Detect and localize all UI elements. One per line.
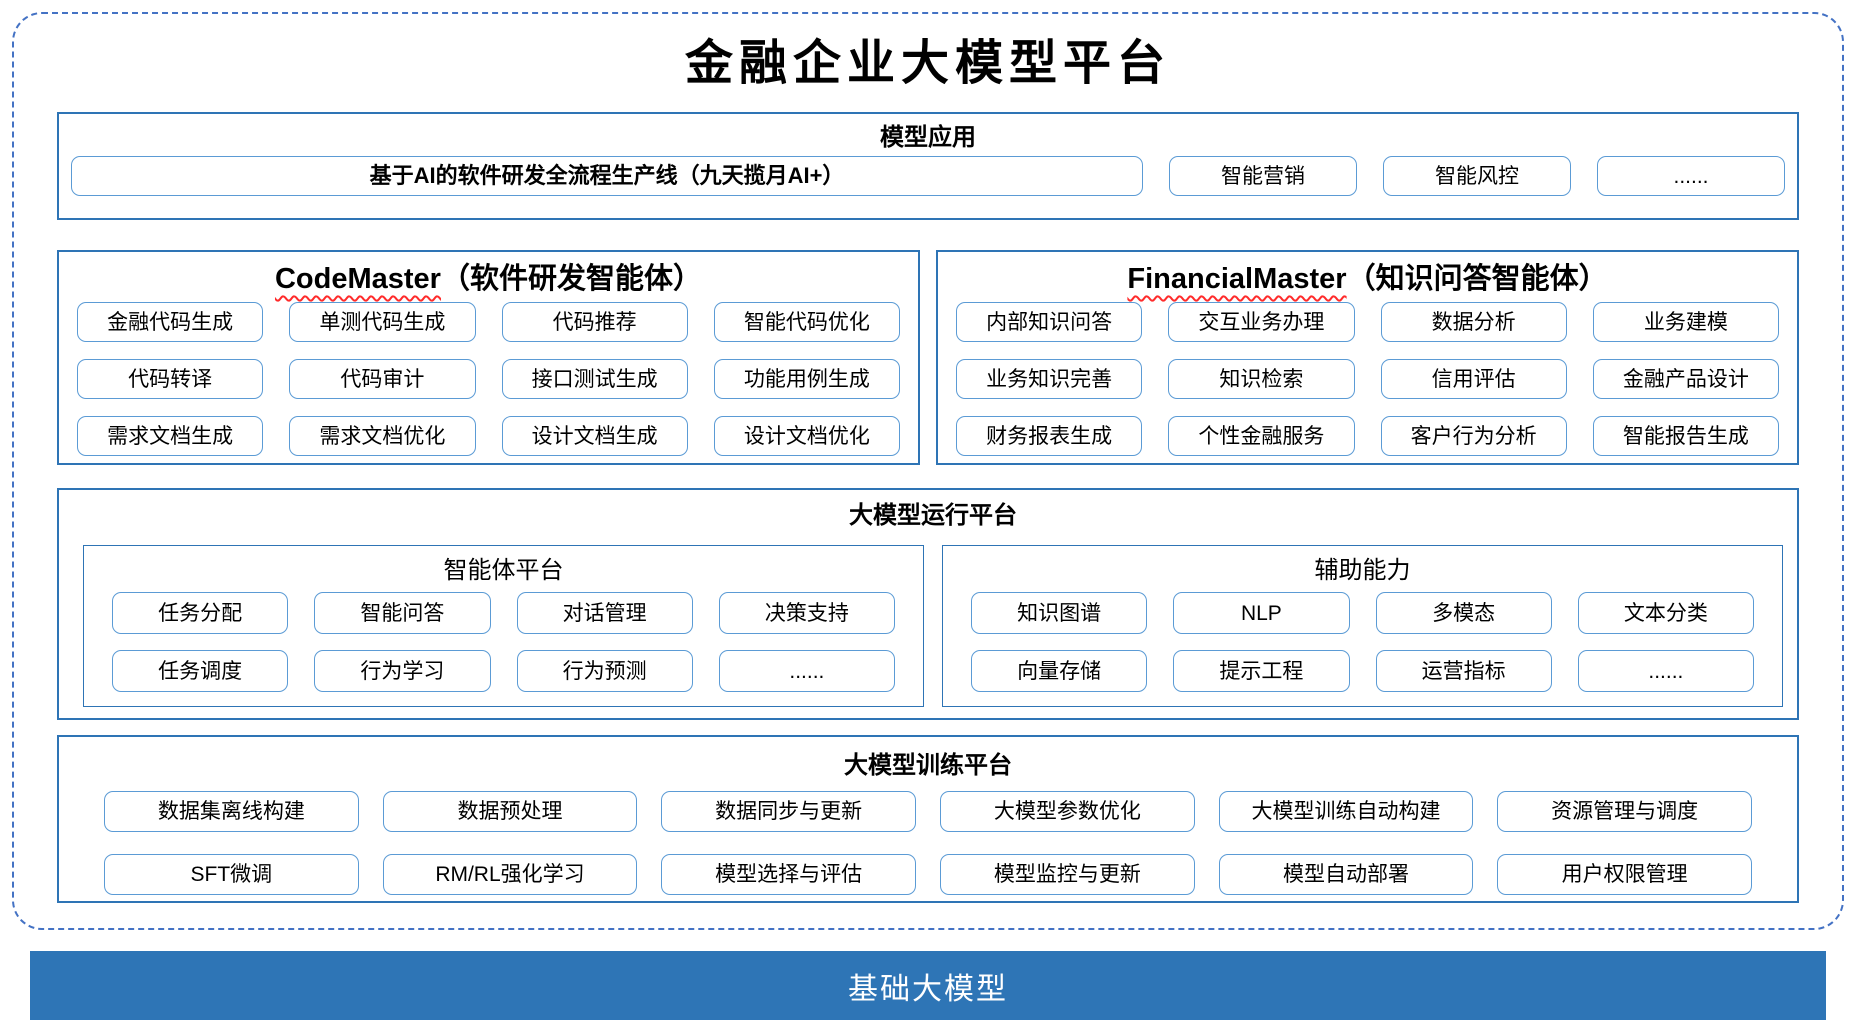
training-item: RM/RL强化学习 [382,854,638,895]
model-application-header: 模型应用 [880,124,976,151]
runtime-platform-section: 大模型运行平台 智能体平台 任务分配 智能问答 对话管理 决策支持 任务调度 行… [57,488,1799,720]
agent-platform-item: 对话管理 [516,592,693,634]
financialmaster-item: 数据分析 [1380,302,1567,342]
aux-capability-item: 知识图谱 [971,592,1148,634]
codemaster-item: 单测代码生成 [289,302,476,342]
codemaster-item: 需求文档优化 [289,416,476,456]
aux-capability-item: 向量存储 [971,650,1148,692]
financialmaster-item: 内部知识问答 [956,302,1143,342]
codemaster-item: 设计文档生成 [501,416,688,456]
app-item-ellipsis: ...... [1597,156,1785,196]
training-item: 资源管理与调度 [1497,791,1752,832]
financialmaster-item: 知识检索 [1168,359,1355,399]
financialmaster-item: 业务建模 [1592,302,1779,342]
agent-platform-item: 智能问答 [314,592,491,634]
agent-platform-title: 智能体平台 [443,557,564,584]
runtime-row: 智能体平台 任务分配 智能问答 对话管理 决策支持 任务调度 行为学习 行为预测… [83,545,1783,707]
aux-capability-grid: 知识图谱 NLP 多模态 文本分类 向量存储 提示工程 运营指标 ...... [971,592,1754,692]
model-application-row: 基于AI的软件研发全流程生产线（九天揽月AI+） 智能营销 智能风控 .....… [71,156,1785,196]
agent-platform-item: ...... [718,650,895,692]
agent-platform-item: 任务分配 [112,592,289,634]
agent-platform-item: 决策支持 [718,592,895,634]
codemaster-item: 设计文档优化 [713,416,900,456]
financialmaster-item: 交互业务办理 [1168,302,1355,342]
aux-capability-item: 提示工程 [1173,650,1350,692]
training-platform-section: 大模型训练平台 数据集离线构建 数据预处理 数据同步与更新 大模型参数优化 大模… [57,735,1799,903]
agents-row: CodeMaster（软件研发智能体） 金融代码生成 单测代码生成 代码推荐 智… [57,250,1799,465]
training-platform-grid: 数据集离线构建 数据预处理 数据同步与更新 大模型参数优化 大模型训练自动构建 … [104,791,1752,895]
codemaster-header: CodeMaster（软件研发智能体） [77,258,900,302]
platform-outer-frame: 金融企业大模型平台 模型应用 基于AI的软件研发全流程生产线（九天揽月AI+） … [12,12,1844,930]
financialmaster-item: 智能报告生成 [1592,416,1779,456]
agent-platform-grid: 任务分配 智能问答 对话管理 决策支持 任务调度 行为学习 行为预测 .....… [112,592,895,692]
codemaster-title-cn: （软件研发智能体） [440,263,702,295]
codemaster-item: 金融代码生成 [77,302,264,342]
agent-platform-group: 智能体平台 任务分配 智能问答 对话管理 决策支持 任务调度 行为学习 行为预测… [83,545,924,707]
financialmaster-title-en: FinancialMaster [1127,263,1347,295]
financialmaster-section: FinancialMaster（知识问答智能体） 内部知识问答 交互业务办理 数… [936,250,1799,465]
aux-capability-item: 运营指标 [1375,650,1552,692]
codemaster-title-en: CodeMaster [274,263,441,295]
page-title: 金融企业大模型平台 [684,35,1171,91]
aux-capability-item: 文本分类 [1577,592,1754,634]
financialmaster-item: 财务报表生成 [956,416,1143,456]
aux-capability-item: 多模态 [1375,592,1552,634]
training-item: 模型监控与更新 [940,854,1195,895]
financialmaster-grid: 内部知识问答 交互业务办理 数据分析 业务建模 业务知识完善 知识检索 信用评估… [956,302,1779,456]
aux-capability-item: ...... [1577,650,1754,692]
codemaster-grid: 金融代码生成 单测代码生成 代码推荐 智能代码优化 代码转译 代码审计 接口测试… [77,302,900,456]
aux-capability-group: 辅助能力 知识图谱 NLP 多模态 文本分类 向量存储 提示工程 运营指标 ..… [942,545,1783,707]
financialmaster-item: 客户行为分析 [1380,416,1567,456]
model-application-section: 模型应用 基于AI的软件研发全流程生产线（九天揽月AI+） 智能营销 智能风控 … [57,112,1799,220]
foundation-model-bar: 基础大模型 [30,951,1826,1020]
training-platform-header: 大模型训练平台 [844,752,1012,779]
agent-platform-item: 行为学习 [314,650,491,692]
app-item-smart-marketing: 智能营销 [1169,156,1357,196]
training-item: 数据预处理 [382,791,638,832]
codemaster-item: 代码转译 [77,359,264,399]
training-item: SFT微调 [104,854,359,895]
aux-capability-item: NLP [1173,592,1350,634]
codemaster-item: 功能用例生成 [713,359,900,399]
training-item: 模型选择与评估 [661,854,916,895]
training-item: 数据同步与更新 [661,791,916,832]
codemaster-section: CodeMaster（软件研发智能体） 金融代码生成 单测代码生成 代码推荐 智… [57,250,920,465]
app-item-ai-pipeline: 基于AI的软件研发全流程生产线（九天揽月AI+） [71,156,1143,196]
financialmaster-title-cn: （知识问答智能体） [1346,263,1608,295]
agent-platform-item: 行为预测 [516,650,693,692]
financialmaster-item: 信用评估 [1380,359,1567,399]
financialmaster-item: 金融产品设计 [1592,359,1779,399]
aux-capability-title: 辅助能力 [1314,557,1411,584]
training-item: 用户权限管理 [1497,854,1752,895]
financialmaster-item: 业务知识完善 [956,359,1143,399]
codemaster-item: 需求文档生成 [77,416,264,456]
financialmaster-item: 个性金融服务 [1168,416,1355,456]
codemaster-item: 接口测试生成 [501,359,688,399]
codemaster-item: 代码审计 [289,359,476,399]
training-item: 大模型训练自动构建 [1218,791,1474,832]
runtime-platform-header: 大模型运行平台 [849,502,1017,529]
training-item: 大模型参数优化 [940,791,1195,832]
codemaster-item: 代码推荐 [501,302,688,342]
training-item: 数据集离线构建 [104,791,359,832]
agent-platform-item: 任务调度 [112,650,289,692]
financialmaster-header: FinancialMaster（知识问答智能体） [956,258,1779,302]
codemaster-item: 智能代码优化 [713,302,900,342]
app-item-smart-risk-control: 智能风控 [1383,156,1571,196]
training-item: 模型自动部署 [1218,854,1474,895]
